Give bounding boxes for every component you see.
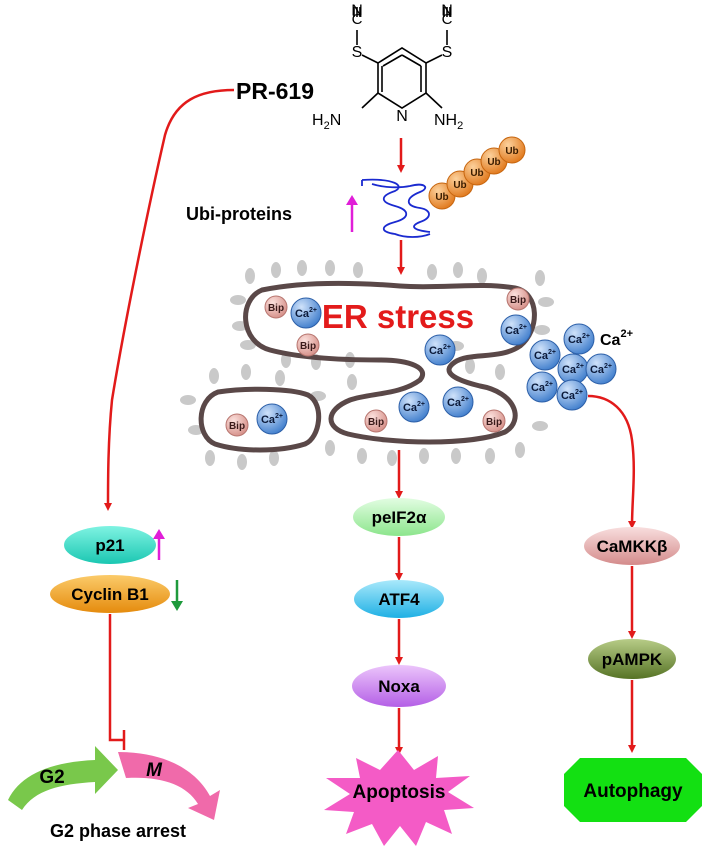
svg-text:Ub: Ub	[470, 168, 483, 179]
bip-4: Bip	[225, 413, 249, 437]
svg-text:peIF2α: peIF2α	[372, 508, 427, 527]
ca-rel-2: Ca2+	[529, 339, 561, 371]
ubi-proteins-label: Ubi-proteins	[186, 204, 292, 224]
atom-n-right: N	[441, 2, 453, 19]
er-membranes	[198, 280, 537, 453]
free-ca-label: Ca2+	[600, 328, 633, 349]
bip-1: Bip	[264, 295, 288, 319]
svg-text:Ca2+: Ca2+	[534, 349, 556, 362]
svg-text:Bip: Bip	[300, 341, 316, 352]
bip-2: Bip	[296, 333, 320, 357]
svg-text:CaMKKβ: CaMKKβ	[597, 537, 668, 556]
ca-ions-er: Ca2+ Ca2+ Ca2+ Ca2+ Ca2+ Ca2+	[256, 297, 532, 435]
cyclin-down-arrow	[171, 580, 183, 611]
svg-text:Ca2+: Ca2+	[590, 363, 612, 376]
m-arrow: M	[118, 752, 220, 820]
atom-n-ring: N	[396, 108, 408, 125]
svg-text:Ca2+: Ca2+	[261, 413, 283, 426]
bip-6: Bip	[482, 409, 506, 433]
ca-er-1: Ca2+	[290, 297, 322, 329]
svg-text:Apoptosis: Apoptosis	[353, 782, 446, 803]
er-cisterna-top	[243, 280, 537, 445]
ca-er-3: Ca2+	[424, 334, 456, 366]
svg-text:Ub: Ub	[453, 180, 466, 191]
camkk-node: CaMKKβ	[584, 527, 680, 565]
svg-text:Ca2+: Ca2+	[562, 363, 584, 376]
svg-text:Bip: Bip	[229, 421, 245, 432]
atom-s-left: S	[352, 44, 363, 61]
svg-text:Ca2+: Ca2+	[568, 333, 590, 346]
atom-n-left: N	[351, 2, 363, 19]
amine-left: H2N	[312, 112, 341, 132]
svg-text:p21: p21	[95, 536, 124, 555]
svg-text:Bip: Bip	[268, 303, 284, 314]
pampk-node: pAMPK	[588, 639, 676, 679]
atom-c-right: C	[442, 11, 453, 28]
svg-text:Ca2+: Ca2+	[531, 381, 553, 394]
svg-text:Ca2+: Ca2+	[505, 324, 527, 337]
ca-rel-4: Ca2+	[585, 353, 617, 385]
svg-text:Cyclin B1: Cyclin B1	[71, 585, 148, 604]
ca-rel-1: Ca2+	[563, 323, 595, 355]
pr619-atom-labels: N N C C S S N H2N NH2	[312, 2, 463, 132]
ca-rel-3: Ca2+	[557, 353, 589, 385]
noxa-node: Noxa	[352, 665, 446, 707]
pr619-structure	[353, 7, 451, 109]
atom-c-left: C	[352, 11, 363, 28]
svg-text:Ca2+: Ca2+	[295, 307, 317, 320]
g2-arrow: G2	[8, 746, 118, 810]
svg-text:M: M	[146, 760, 163, 781]
svg-text:Ca2+: Ca2+	[447, 396, 469, 409]
ca-rel-6: Ca2+	[556, 379, 588, 411]
cyclin-b1-node: Cyclin B1	[50, 575, 170, 613]
svg-text:G2: G2	[39, 767, 64, 788]
ca-er-6: Ca2+	[442, 386, 474, 418]
p21-up-arrow	[153, 529, 165, 560]
svg-text:Ca2+: Ca2+	[429, 344, 451, 357]
ub-5: Ub	[498, 136, 526, 164]
svg-text:Bip: Bip	[486, 417, 502, 428]
apoptosis-node: Apoptosis	[324, 750, 474, 846]
bip-proteins: Bip Bip Bip Bip Bip Bip	[225, 287, 530, 437]
ca-er-5: Ca2+	[398, 391, 430, 423]
amine-right: NH2	[434, 112, 463, 132]
ubiquitin-chain: Ub Ub Ub Ub Ub	[428, 136, 526, 210]
svg-text:Ub: Ub	[505, 146, 518, 157]
svg-text:Ub: Ub	[487, 157, 500, 168]
ca-ions-released: Ca2+ Ca2+ Ca2+ Ca2+ Ca2+ Ca2+	[526, 323, 617, 411]
bip-3: Bip	[506, 287, 530, 311]
ca-er-4: Ca2+	[256, 403, 288, 435]
atf4-node: ATF4	[354, 580, 444, 618]
er-ribosomes	[180, 260, 554, 470]
atom-s-right: S	[442, 44, 453, 61]
bip-5: Bip	[364, 409, 388, 433]
svg-text:Autophagy: Autophagy	[583, 781, 683, 802]
er-stress-title: ER stress	[322, 298, 474, 335]
p21-node: p21	[64, 526, 156, 564]
arrow-pr619-to-p21	[104, 88, 235, 511]
arrow-ca-to-camkk	[587, 394, 637, 529]
svg-text:ATF4: ATF4	[378, 590, 420, 609]
svg-text:pAMPK: pAMPK	[602, 650, 663, 669]
svg-text:Ca2+: Ca2+	[403, 401, 425, 414]
ca-rel-5: Ca2+	[526, 371, 558, 403]
svg-text:Bip: Bip	[368, 417, 384, 428]
svg-text:Ca2+: Ca2+	[561, 389, 583, 402]
inhibition-cyclin-to-m	[108, 614, 126, 750]
autophagy-node: Autophagy	[564, 758, 702, 822]
er-cisterna-left	[198, 386, 322, 453]
ubi-protein-coil	[361, 178, 431, 238]
svg-text:Bip: Bip	[510, 295, 526, 306]
ca-er-2: Ca2+	[500, 314, 532, 346]
svg-text:Ub: Ub	[435, 192, 448, 203]
peif2a-node: peIF2α	[353, 498, 445, 536]
compound-name: PR-619	[236, 78, 314, 104]
ubi-up-arrow	[346, 195, 358, 232]
g2-phase-arrest-label: G2 phase arrest	[50, 821, 186, 841]
svg-text:Noxa: Noxa	[378, 677, 420, 696]
